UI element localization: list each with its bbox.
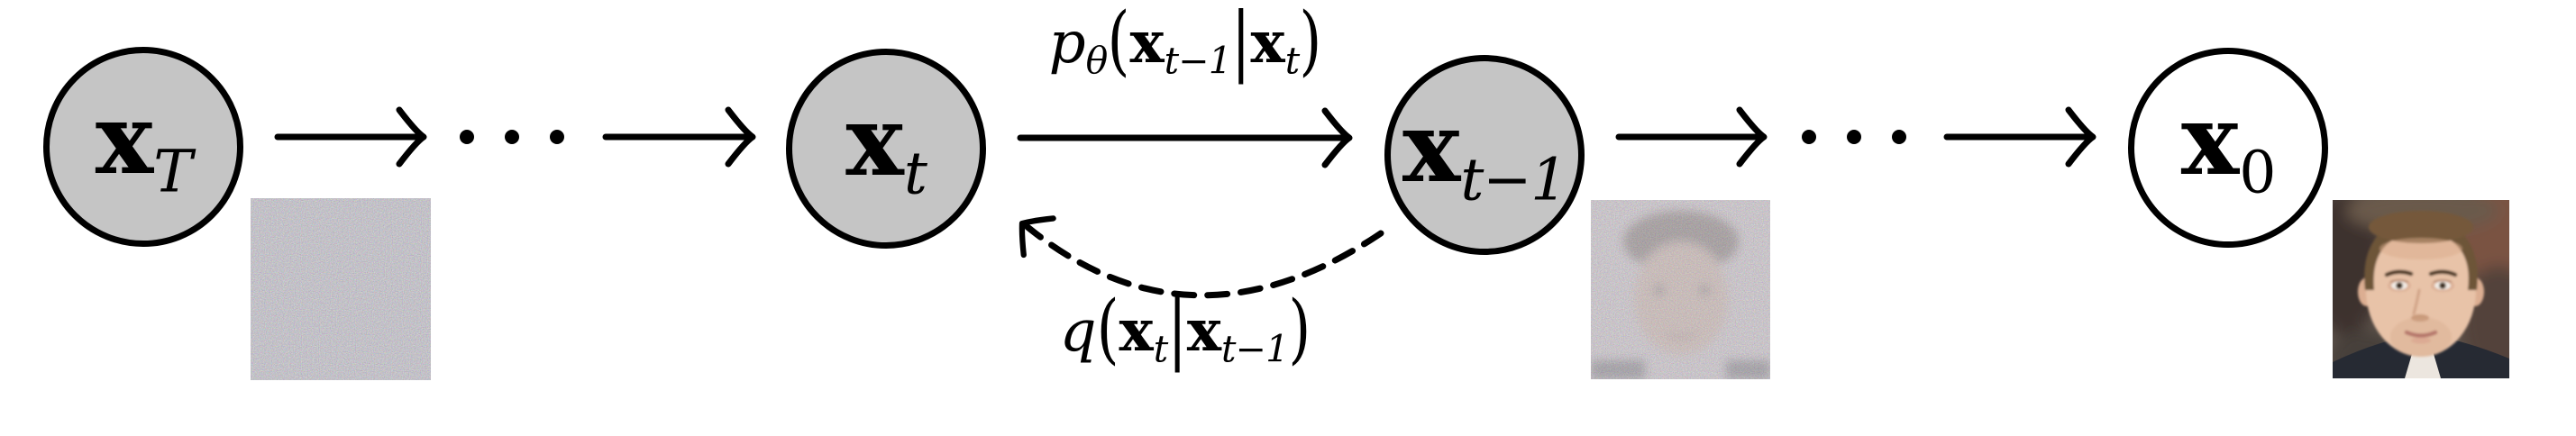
label-forward-process: q(xt|xt−1): [1005, 286, 1366, 374]
clean-face-photo: [2333, 200, 2509, 378]
math-arg-sub: t−1: [1164, 39, 1232, 83]
node-label-sub: T: [153, 138, 192, 206]
math-arg-sub: t: [1153, 327, 1168, 371]
arrow-head: [1019, 215, 1056, 259]
label-reverse-process: pθ(xt−1|xt): [1005, 0, 1366, 86]
node-label: xT: [96, 91, 193, 206]
noise-image-canvas: [251, 198, 431, 380]
dot: [1847, 130, 1861, 144]
node-label: xt: [845, 93, 927, 204]
node-label-main: x: [845, 85, 904, 199]
node-label-sub: t−1: [1460, 146, 1567, 214]
ellipsis-left: [460, 130, 564, 144]
node-label-main: x: [95, 83, 154, 197]
arrow-head: [1321, 107, 1353, 168]
math-arg-sub: t−1: [1221, 327, 1289, 371]
arrow-head: [725, 106, 756, 168]
noisy-face-sample-image: [1591, 200, 1770, 379]
math-open-paren: (: [1096, 286, 1119, 374]
math-arg: x: [1119, 297, 1154, 365]
math-arg-sub: t: [1284, 39, 1300, 83]
math-arg: x: [1186, 297, 1222, 365]
arrow-head: [396, 106, 427, 168]
arrow-head: [2065, 106, 2096, 168]
node-x_T: xT: [43, 47, 243, 247]
math-fn: p: [1048, 10, 1086, 77]
node-label: xt−1: [1402, 99, 1567, 211]
dot: [1802, 130, 1816, 144]
math-close-paren: ): [1288, 286, 1311, 374]
dot: [550, 130, 564, 144]
noise-texture: [251, 198, 431, 380]
math-close-paren: ): [1299, 0, 1322, 86]
node-label: x0: [2181, 92, 2277, 207]
noise-sample-image: [251, 198, 431, 380]
dot: [460, 130, 474, 144]
math-arg: x: [1129, 9, 1165, 77]
dot: [505, 130, 519, 144]
math-open-paren: (: [1107, 0, 1130, 86]
suit-right: [2432, 337, 2509, 378]
node-label-main: x: [1402, 91, 1461, 205]
arrow-head: [1736, 106, 1768, 168]
node-x_0: x0: [2128, 48, 2328, 248]
portrait: [2333, 211, 2509, 378]
node-x_t-1: xt−1: [1384, 55, 1585, 255]
math-bar: |: [1230, 0, 1251, 86]
face-photo-canvas: [2333, 200, 2509, 378]
math-arg: x: [1250, 9, 1285, 77]
node-label-sub: t: [903, 140, 927, 208]
math-bar: |: [1167, 286, 1187, 374]
ellipsis-right: [1802, 130, 1906, 144]
math-fn: q: [1059, 298, 1097, 365]
dashed-arc: [1024, 223, 1384, 299]
math-fn-sub: θ: [1085, 39, 1109, 83]
dot: [1892, 130, 1906, 144]
noisy-face-canvas: [1591, 200, 1770, 379]
face: [2358, 211, 2484, 357]
solid-arrows: [274, 106, 2096, 299]
node-label-main: x: [2180, 84, 2240, 198]
node-x_t: xt: [786, 49, 986, 249]
dashed-arc-forward-process: [1019, 215, 1384, 299]
ghost-face: [1591, 211, 1770, 379]
node-label-sub: 0: [2239, 139, 2276, 207]
